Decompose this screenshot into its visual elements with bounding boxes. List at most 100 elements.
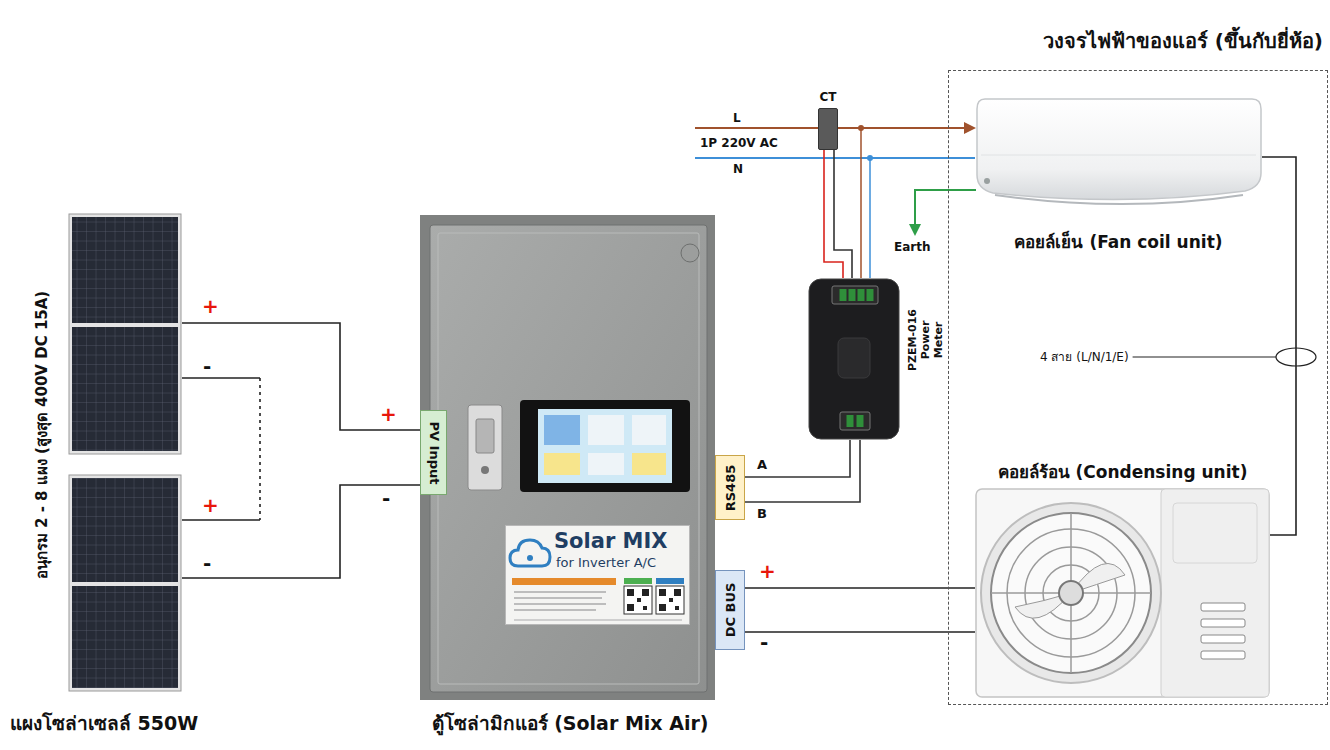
drawing-path <box>514 592 606 610</box>
drawing-rect <box>624 578 652 584</box>
polarity-mark: + <box>380 404 397 424</box>
drawing-circle <box>681 244 699 262</box>
terminal-label: PV Input <box>426 421 441 484</box>
drawing-path <box>860 128 862 278</box>
series-link-wire <box>182 378 260 520</box>
fan-coil-unit: คอยล์เย็น (Fan coil unit) <box>975 95 1262 215</box>
drawing-rect <box>520 400 690 492</box>
drawing-path <box>627 589 649 611</box>
drawing-rect <box>544 415 580 445</box>
polarity-mark: + <box>202 495 219 515</box>
drawing-path <box>915 190 976 226</box>
ct-label: CT <box>820 90 837 104</box>
rs485-terminal: RS485 <box>715 455 745 520</box>
drawing-rect <box>857 415 864 427</box>
drawing-g <box>847 415 864 427</box>
drawing-rect <box>976 489 1269 697</box>
drawing-svg <box>418 215 748 700</box>
drawing-rect <box>476 419 494 453</box>
drawing-rect <box>588 453 624 475</box>
drawing-rect <box>858 289 865 301</box>
wire-label: A <box>757 457 767 472</box>
drawing-rect <box>1173 503 1257 563</box>
drawing-svg <box>808 278 900 440</box>
drawing-rect <box>838 338 870 378</box>
wire <box>182 485 420 578</box>
drawing-rect <box>1201 603 1245 611</box>
drawing-path <box>869 158 871 278</box>
drawing-rect <box>656 578 684 584</box>
polarity-mark: - <box>382 488 390 508</box>
drawing-rect <box>438 233 699 684</box>
drawing-rect <box>430 225 707 692</box>
drawing-path <box>659 589 681 611</box>
drawing-rect <box>1201 651 1245 659</box>
wire-name: N <box>733 162 743 176</box>
series-note: อนุกรม 2 - 8 แผง (สูงสุด 400V DC 15A) <box>33 291 51 579</box>
condensing-unit: คอยล์ร้อน (Condensing unit) <box>975 485 1270 700</box>
drawing-rect <box>72 586 178 688</box>
drawing-path <box>981 155 1256 156</box>
drawing-polygon <box>964 122 976 134</box>
drawing-rect <box>656 586 684 614</box>
dc-bus-wire <box>745 631 975 633</box>
drawing-rect <box>840 412 870 430</box>
drawing-g <box>840 289 874 301</box>
polarity-mark: - <box>203 553 211 573</box>
wire-name: L <box>733 111 741 125</box>
drawing-rect <box>588 415 624 445</box>
drawing-rect <box>1201 619 1245 627</box>
current-transformer: CT <box>818 108 838 150</box>
ct-wire <box>834 150 852 278</box>
terminal-label: RS485 <box>723 464 738 511</box>
drawing-rect <box>809 279 899 439</box>
drawing-rect <box>849 289 856 301</box>
drawing-rect <box>847 415 854 427</box>
drawing-path <box>1015 563 1125 618</box>
ac-circuit-region: วงจรไฟฟ้าของแอร์ (ขึ้นกับยี่ห้อ)คอยล์เย็… <box>948 70 1328 705</box>
product-sticker: Solar MIXfor Inverter A/C <box>505 525 690 625</box>
drawing-rect <box>840 289 847 301</box>
cabinet-label: ตู้โซล่ามิกแอร์ (Solar Mix Air) <box>432 708 709 738</box>
drawing-rect <box>538 409 672 483</box>
meter-label: PZEM-016 Power Meter <box>906 303 945 377</box>
solar-mix-cabinet: ตู้โซล่ามิกแอร์ (Solar Mix Air)PV InputS… <box>418 215 748 700</box>
drawing-path <box>514 619 682 621</box>
polarity-mark: + <box>202 296 219 316</box>
panel-label: แผงโซล่าเซลล์ 550W <box>10 708 198 738</box>
illustration <box>975 95 1262 215</box>
drawing-path <box>977 99 1261 200</box>
drawing-rect <box>632 453 666 475</box>
drawing-rect <box>544 453 580 475</box>
unit-label: คอยล์ร้อน (Condensing unit) <box>998 458 1248 485</box>
drawing-path <box>695 157 975 159</box>
illustration <box>68 213 182 692</box>
drawing-polygon <box>909 224 921 236</box>
drawing-rect <box>72 478 178 582</box>
drawing-circle <box>481 466 489 474</box>
drawing-g <box>1201 603 1245 659</box>
leader-line <box>1133 356 1276 357</box>
drawing-path <box>259 378 261 520</box>
drawing-rect <box>832 286 878 304</box>
unit-label: คอยล์เย็น (Fan coil unit) <box>1014 228 1222 255</box>
wire-label: - <box>760 632 768 652</box>
drawing-rect <box>1161 489 1269 697</box>
drawing-rect <box>420 215 715 700</box>
drawing-svg <box>975 485 1270 700</box>
drawing-rect <box>867 289 874 301</box>
polarity-mark: - <box>203 356 211 376</box>
wire <box>182 323 420 430</box>
drawing-rect <box>69 475 181 691</box>
drawing-path <box>991 513 1151 673</box>
wire-label: 4 สาย (L/N/1/E) <box>1040 350 1129 364</box>
drawing-rect <box>72 217 178 323</box>
drawing-circle <box>527 555 533 561</box>
supply-spec: 1P 220V AC <box>700 136 778 150</box>
cable-bundle-mark <box>1276 348 1316 366</box>
earth-label: Earth <box>894 240 931 254</box>
drawing-circle <box>1059 581 1083 605</box>
pv-input-terminal: PV Input <box>420 410 447 495</box>
